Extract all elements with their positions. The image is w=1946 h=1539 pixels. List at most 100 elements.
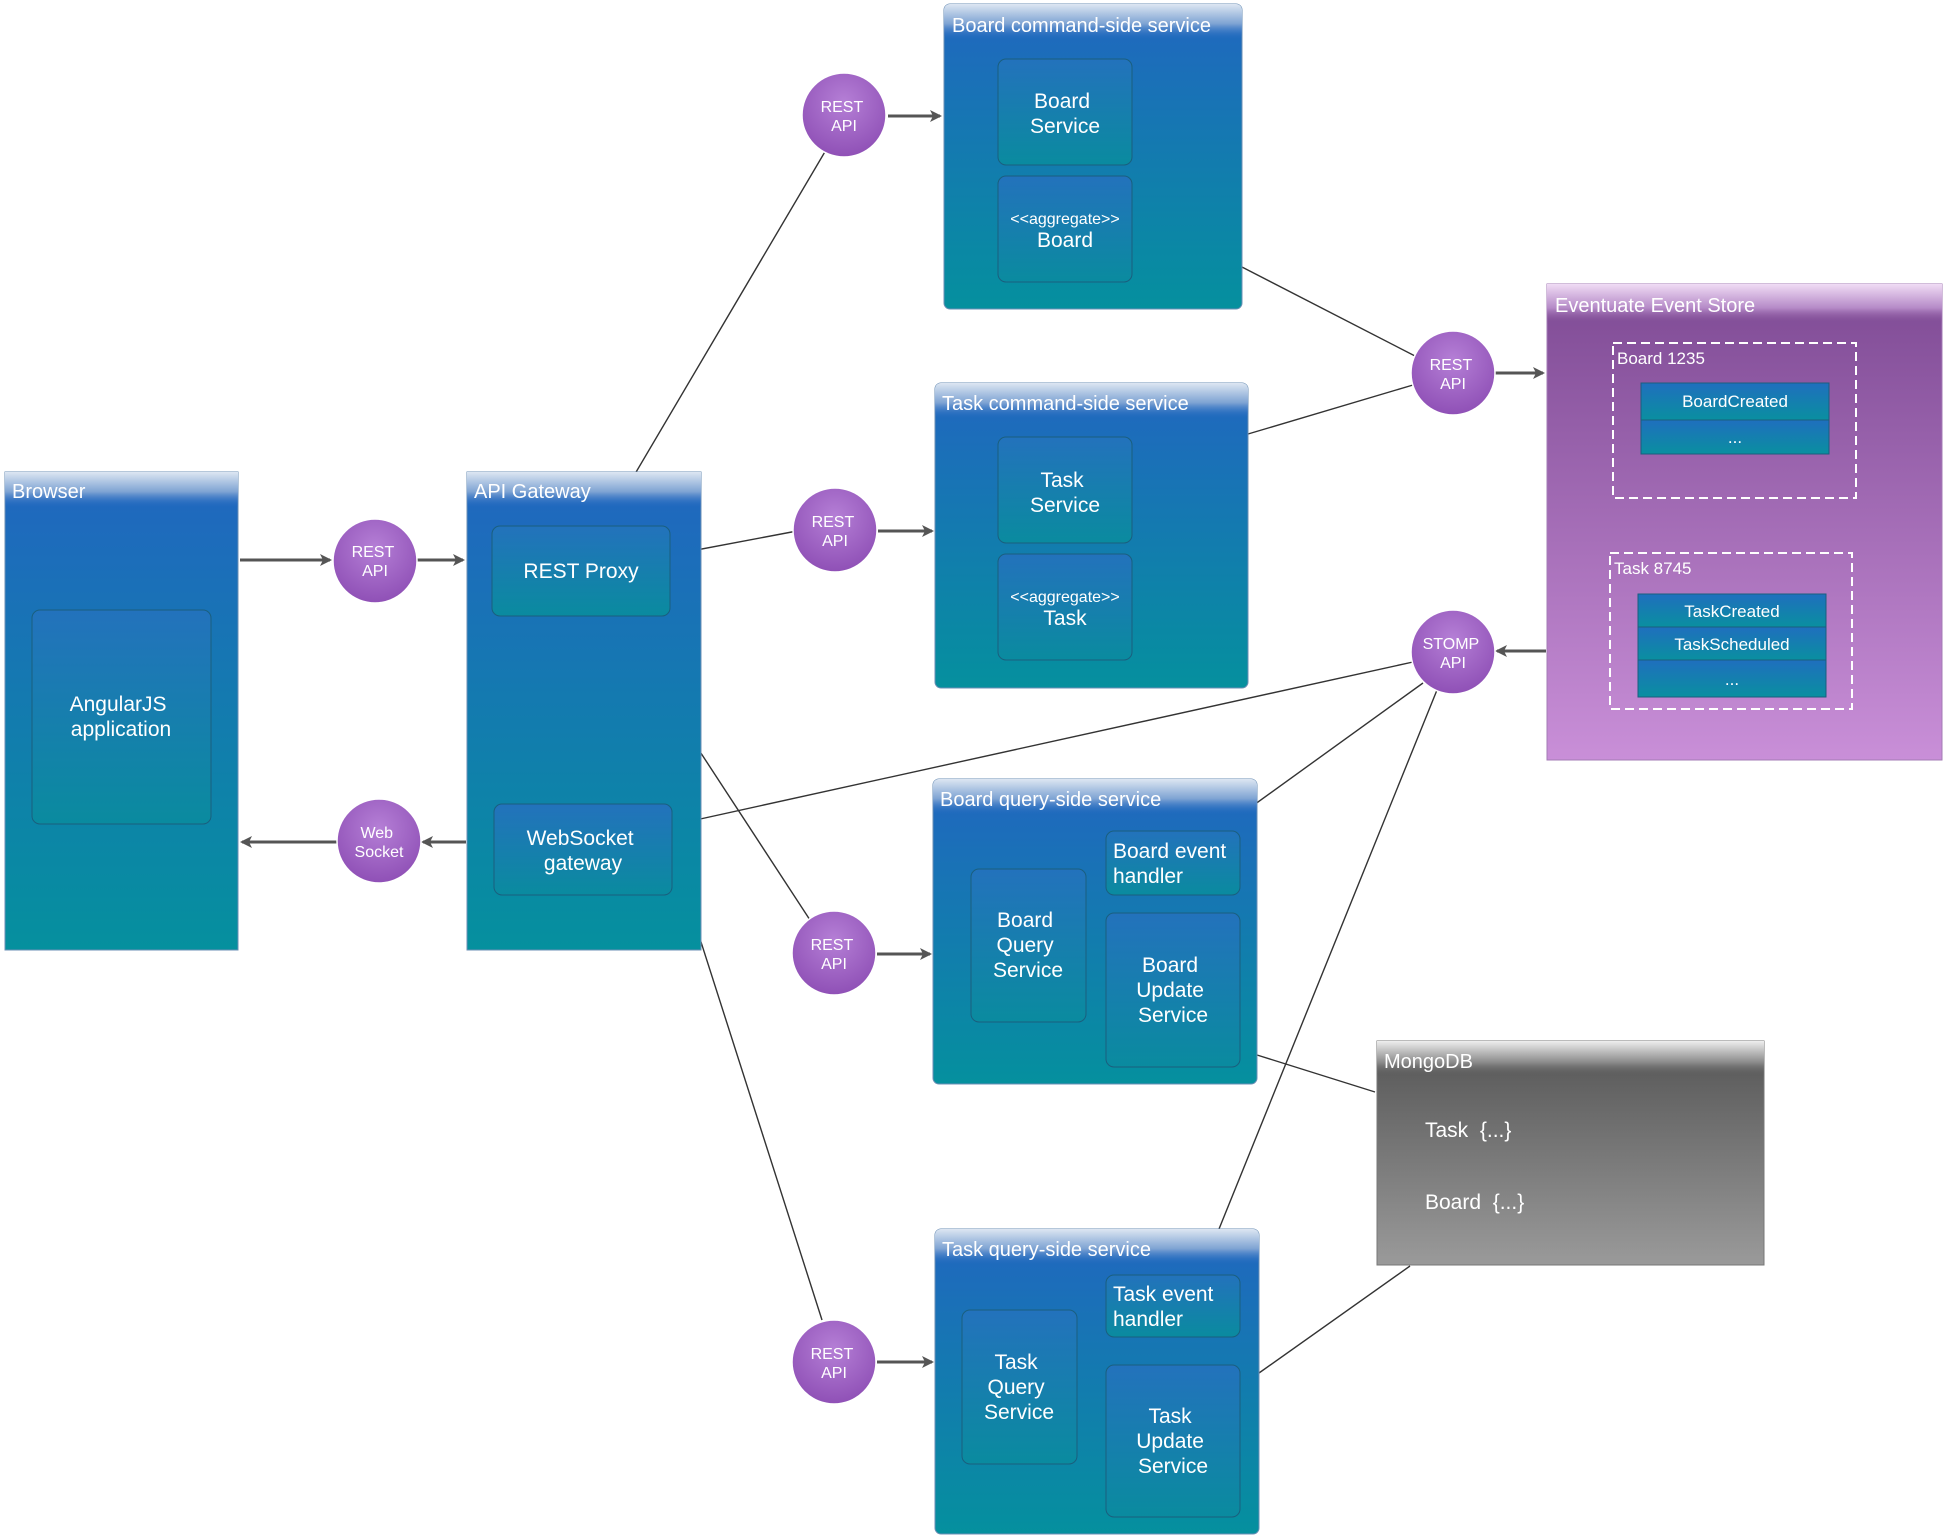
svg-text:Task Service: Task Service [1030,469,1100,517]
connector-task-update-mongo [1258,1265,1411,1374]
connector-task-handler-stomp [1199,689,1438,1277]
task-service-line-2: Service [1030,494,1100,517]
arrows [240,110,1546,1368]
api-circle-board-query-line-2: API [821,956,847,973]
api-circle-websocket-line-2: Socket [355,844,404,861]
api-circle-stomp-line-1: STOMP [1423,636,1479,653]
browser-box: Browser AngularJS application [4,471,239,951]
svg-text:REST API: REST API [821,99,868,135]
board-command-service-box: Board command-side service Board Service… [943,3,1243,310]
board-handler-line-1: Board event [1113,840,1226,863]
rest-proxy-label: REST Proxy [523,560,639,583]
board-group-label: Board 1235 [1617,349,1705,368]
mongodb-entry-board: Board {...} [1425,1191,1524,1214]
event-store-title: Eventuate Event Store [1555,295,1755,317]
board-service-line-1: Board [1034,90,1090,113]
board-command-title: Board command-side service [952,15,1211,37]
board-event-group: Board 1235 BoardCreated ... [1612,342,1857,499]
task-event-1: TaskScheduled [1674,635,1789,654]
svg-text:Task Query Ser: Task Query Service [984,1351,1054,1424]
task-update-line-1: Task [1148,1405,1192,1428]
board-query-line-1: Board [997,909,1053,932]
board-aggregate-name: Board [1037,229,1093,252]
svg-text:STOMP API: STOMP API [1423,636,1484,672]
api-circle-board-query-line-1: REST [811,937,854,954]
task-query-title: Task query-side service [942,1239,1151,1261]
api-circle-task-command-line-2: API [822,533,848,550]
api-circle-task-command-rest: REST API [792,487,878,573]
svg-text:Task Update Se: Task Update Service [1136,1405,1210,1478]
api-circle-browser-rest-line-2: API [362,563,388,580]
board-update-service: Board Update Service [1105,912,1241,1068]
board-query-line-3: Service [993,959,1063,982]
api-circle-board-command-rest: REST API [801,72,887,158]
api-circle-event-store-rest-line-1: REST [1430,357,1473,374]
api-circle-event-store-rest-line-2: API [1440,376,1466,393]
svg-text:REST API: REST API [1430,357,1477,393]
api-circle-event-store-stomp: STOMP API [1410,609,1496,695]
connector-board-update-mongo [1256,1054,1376,1093]
angularjs-app-line-2: application [71,718,171,741]
api-circle-event-store-rest: REST API [1410,330,1496,416]
board-update-line-1: Board [1142,954,1198,977]
task-command-service-box: Task command-side service Task Service <… [934,382,1249,689]
api-circle-browser-rest: REST API [332,518,418,604]
task-event-group: Task 8745 TaskCreated TaskScheduled ... [1609,552,1853,710]
svg-text:Board Service: Board Service [1030,90,1100,138]
task-service-line-1: Task [1040,469,1084,492]
svg-text:Web Socket: Web Socket [355,825,404,861]
mongodb-title: MongoDB [1384,1051,1473,1073]
task-aggregate-name: Task [1043,607,1087,630]
api-circle-task-query-line-2: API [821,1365,847,1382]
svg-text:Board Update S: Board Update Service [1136,954,1210,1027]
api-circle-stomp-line-2: API [1440,655,1466,672]
api-circle-task-query-line-1: REST [811,1346,854,1363]
browser-title: Browser [12,481,86,503]
svg-text:REST API: REST API [811,937,858,973]
api-circle-board-command-line-1: REST [821,99,864,116]
board-query-title: Board query-side service [940,789,1161,811]
task-update-line-3: Service [1138,1455,1208,1478]
board-service-line-2: Service [1030,115,1100,138]
task-query-line-3: Service [984,1401,1054,1424]
websocket-gateway: WebSocket gateway [493,803,673,896]
api-circle-browser-rest-line-1: REST [352,544,395,561]
board-handler-line-2: handler [1113,865,1183,888]
board-event-1: ... [1728,428,1742,447]
event-store-box: Eventuate Event Store Board 1235 BoardCr… [1546,283,1943,761]
api-gateway-box: API Gateway REST Proxy WebSocket gateway [466,471,702,951]
api-circle-task-query-rest: REST API [791,1319,877,1405]
task-handler-line-1: Task event [1113,1283,1214,1306]
board-service: Board Service [997,58,1133,166]
svg-text:Task event handler: Task event handler [1113,1283,1219,1331]
mongodb-entry-task: Task {...} [1425,1119,1511,1142]
connector-proxy-board-command [605,149,827,524]
task-handler-line-2: handler [1113,1308,1183,1331]
svg-text:Board event handler: Board event handler [1113,840,1232,888]
svg-text:AngularJS application: AngularJS application [70,693,173,741]
board-update-line-2: Update [1136,979,1204,1002]
api-circle-websocket: Web Socket [336,798,422,884]
api-circle-websocket-line-1: Web [360,825,393,842]
angularjs-app-line-1: AngularJS [70,693,167,716]
websocket-gateway-line-2: gateway [544,852,623,875]
board-event-0: BoardCreated [1682,392,1788,411]
angularjs-app: AngularJS application [31,609,212,825]
api-circle-task-command-line-1: REST [812,514,855,531]
svg-text:REST API: REST API [352,544,399,580]
task-aggregate: <<aggregate>> Task [997,553,1133,661]
svg-text:REST API: REST API [812,514,859,550]
board-event-handler: Board event handler [1105,830,1241,896]
svg-text:WebSocket gateway: WebSocket gateway [527,827,640,875]
rest-proxy: REST Proxy [491,525,671,617]
task-service: Task Service [997,436,1133,544]
api-gateway-title: API Gateway [474,481,591,503]
connector-lines [596,149,1438,1374]
task-event-2: ... [1725,670,1739,689]
board-aggregate-stereotype: <<aggregate>> [1010,211,1119,228]
connector-websocket-stomp [672,661,1414,826]
api-circle-board-command-line-2: API [831,118,857,135]
board-query-line-2: Query [996,934,1054,957]
task-query-service-box: Task query-side service Task Query Servi… [934,1228,1260,1535]
